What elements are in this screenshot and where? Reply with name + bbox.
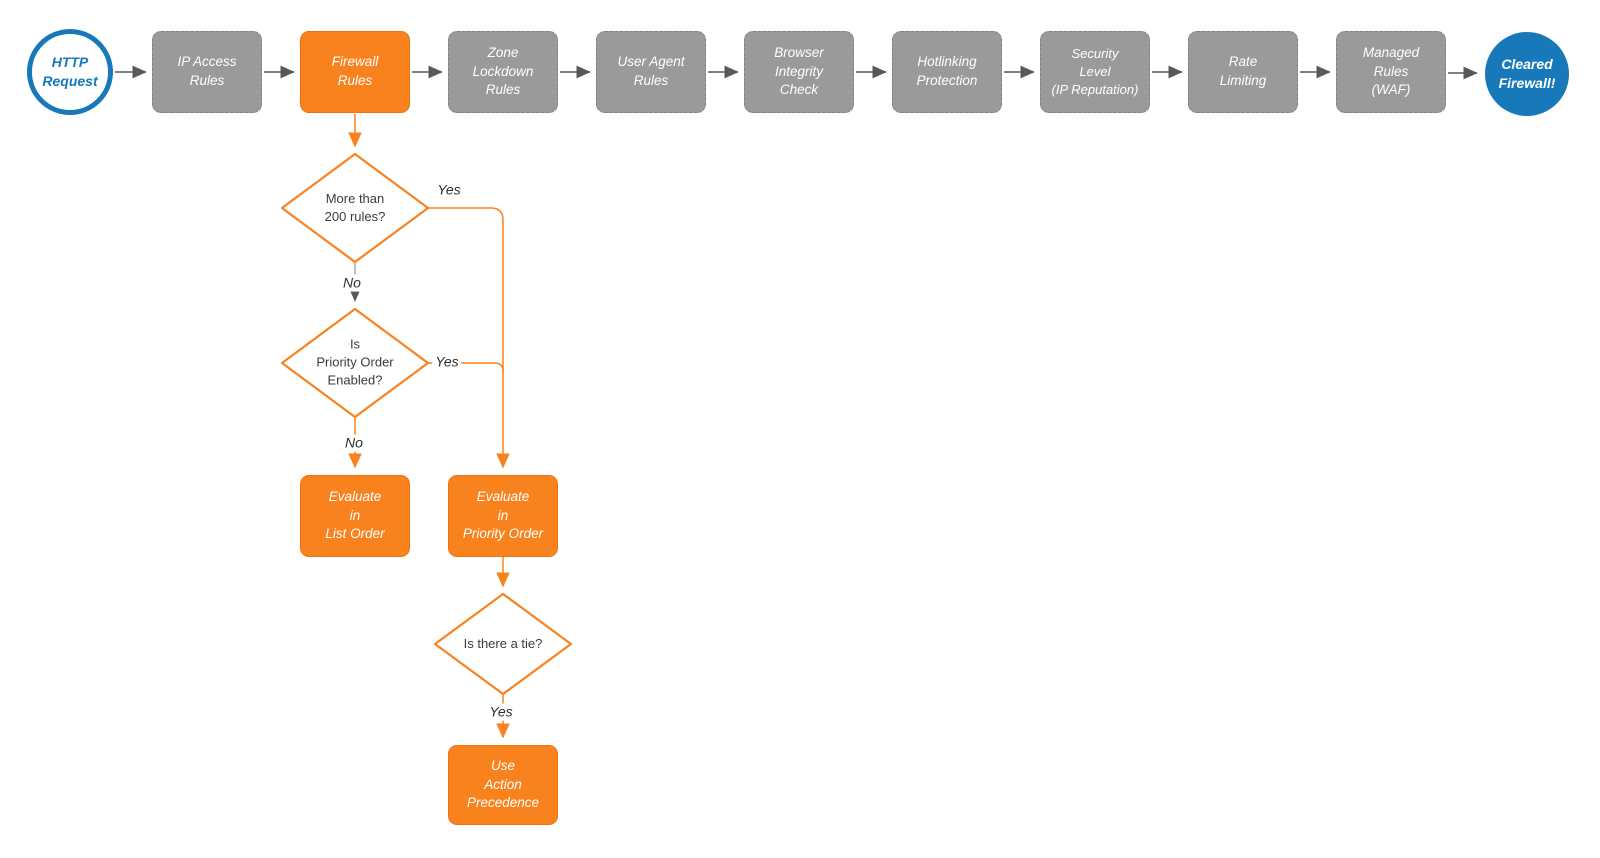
node-user-agent-rules: User Agent Rules [596, 31, 706, 113]
edge-label-yes-3: Yes [486, 703, 516, 721]
node-zone-lockdown-rules: Zone Lockdown Rules [448, 31, 558, 113]
edge-label-no-2: No [342, 434, 366, 452]
node-use-action-precedence: Use Action Precedence [448, 745, 558, 825]
node-ip-access-rules: IP Access Rules [152, 31, 262, 113]
edge-label-yes-2: Yes [432, 353, 462, 371]
decision-tie-shape [433, 592, 573, 696]
decision-priority-enabled-shape [280, 307, 430, 419]
node-rate-limiting: Rate Limiting [1188, 31, 1298, 113]
decision-diamonds [280, 152, 573, 696]
edge-label-no-1: No [340, 274, 364, 292]
decision-more-than-200-shape [280, 152, 430, 264]
decision-more-than-200-label: More than 200 rules? [324, 190, 386, 224]
node-evaluate-priority-order: Evaluate in Priority Order [448, 475, 558, 557]
edge-decision2-yes-join [428, 362, 504, 373]
node-http-request: HTTP Request [27, 29, 113, 115]
node-security-level: Security Level (IP Reputation) [1040, 31, 1150, 113]
pipeline-arrows [115, 65, 1478, 80]
edge-decision1-yes-to-priority-order [428, 207, 510, 469]
node-firewall-rules: Firewall Rules [300, 31, 410, 113]
decision-priority-enabled-label: Is Priority Order Enabled? [316, 336, 394, 389]
node-cleared-firewall: Cleared Firewall! [1485, 32, 1569, 116]
node-browser-integrity-check: Browser Integrity Check [744, 31, 854, 113]
node-evaluate-list-order: Evaluate in List Order [300, 475, 410, 557]
edge-label-yes-1: Yes [437, 181, 461, 198]
node-hotlinking-protection: Hotlinking Protection [892, 31, 1002, 113]
decision-tie-label: Is there a tie? [463, 635, 543, 651]
node-managed-rules-waf: Managed Rules (WAF) [1336, 31, 1446, 113]
